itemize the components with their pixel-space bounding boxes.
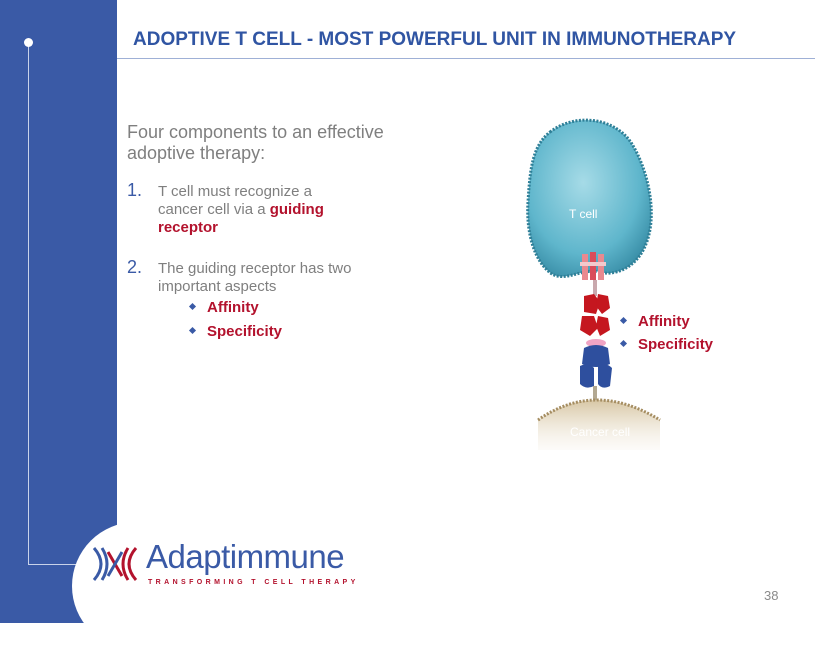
page-number: 38 — [764, 588, 779, 603]
sub-bullet-affinity: Affinity — [188, 299, 259, 316]
list-text: T cell must recognize a cancer cell via … — [158, 183, 358, 237]
logo-wordmark: Adaptimmune — [146, 538, 345, 575]
t-cell-receptor — [580, 294, 610, 336]
sidebar-line-horizontal — [28, 564, 88, 565]
list-number: 1. — [127, 180, 143, 200]
sidebar-line — [28, 42, 29, 564]
sub-bullet-specificity: Specificity — [188, 323, 283, 340]
slide-title: ADOPTIVE T CELL - MOST POWERFUL UNIT IN … — [133, 29, 737, 50]
diamond-bullet-icon — [188, 326, 197, 334]
logo-mark-icon — [92, 547, 138, 581]
mhc-molecule — [580, 345, 612, 388]
diagram-label-text: Affinity — [638, 313, 690, 330]
diamond-bullet-icon — [188, 302, 197, 310]
list-text: The guiding receptor has two important a… — [158, 260, 352, 295]
logo-tagline: TRANSFORMING T CELL THERAPY — [148, 579, 359, 586]
diagram-label-affinity: Affinity — [619, 313, 690, 330]
diamond-bullet-icon — [619, 316, 628, 324]
cancer-membrane — [537, 398, 661, 422]
sub-bullet-label: Affinity — [207, 299, 259, 316]
sidebar-dot — [24, 38, 33, 47]
diagram-label-text: Specificity — [638, 336, 714, 353]
diagram-label-specificity: Specificity — [619, 336, 714, 353]
t-cell-shape — [526, 118, 653, 278]
cancer-cell-shape — [538, 400, 660, 450]
list-number: 2. — [127, 257, 143, 277]
title-divider — [117, 58, 815, 59]
cancer-cell-label: Cancer cell — [570, 425, 630, 439]
t-cell-label: T cell — [569, 207, 597, 221]
mhc-stalk — [593, 386, 597, 400]
list-text-plain: T cell must recognize a cancer cell via … — [158, 183, 312, 218]
tcell-cancer-illustration: T cell Cancer cell — [526, 118, 661, 450]
diamond-bullet-icon — [619, 339, 628, 347]
receptor-stalk — [593, 280, 597, 296]
sub-bullet-label: Specificity — [207, 323, 283, 340]
adaptimmune-logo: Adaptimmune TRANSFORMING T CELL THERAPY — [90, 536, 360, 596]
peptide-band — [586, 339, 606, 347]
intro-text: Four components to an effective adoptive… — [127, 122, 384, 163]
receptor-membrane — [580, 252, 606, 280]
sidebar-band — [0, 0, 117, 623]
list-text-highlight: guiding receptor — [158, 201, 324, 236]
